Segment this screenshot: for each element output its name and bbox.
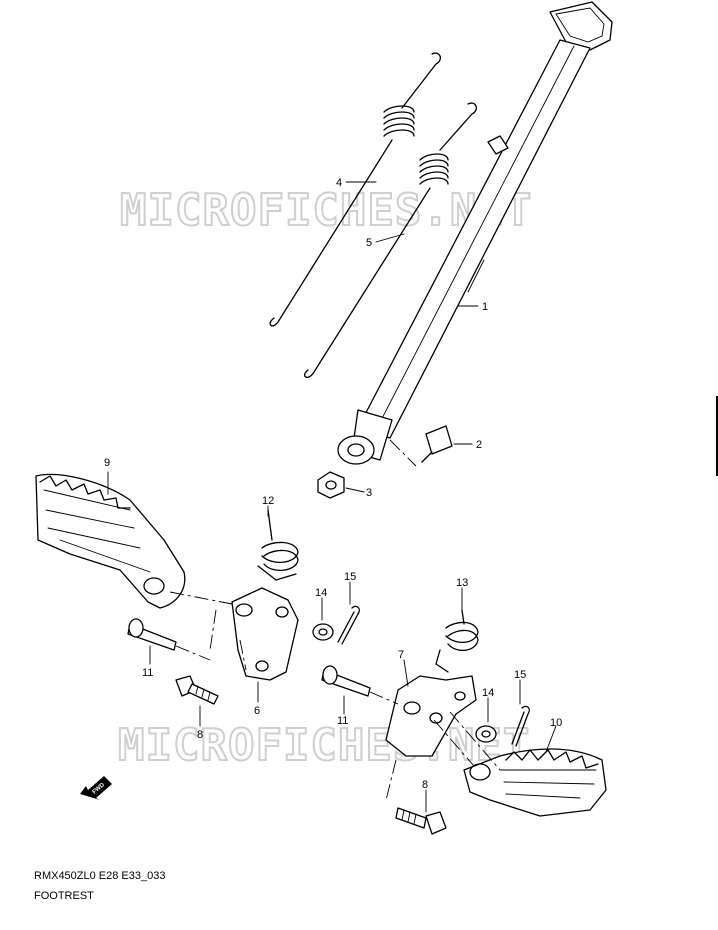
cotter-pin-right-part-15 (511, 705, 530, 747)
pivot-bolt-part-2 (389, 425, 453, 467)
callout-14a: 14 (315, 587, 327, 599)
callout-12: 12 (262, 495, 274, 507)
assembly-lines (169, 591, 501, 801)
bracket-left-part-6 (231, 587, 299, 681)
spring-part-4 (269, 52, 441, 327)
callout-3: 3 (366, 487, 372, 499)
pin-left-part-11 (127, 618, 211, 661)
bolt-left-part-8 (175, 675, 219, 705)
callout-15a: 15 (344, 571, 356, 583)
side-stand-part (337, 1, 613, 465)
washer-right-part-14 (475, 725, 497, 743)
washer-left-part-14 (312, 623, 334, 641)
torsion-spring-part-13 (435, 609, 479, 673)
callout-5: 5 (366, 237, 372, 249)
fwd-arrow-icon: FWD (80, 776, 112, 800)
callout-4: 4 (336, 177, 342, 189)
callout-6: 6 (254, 705, 260, 717)
callout-2: 2 (476, 439, 482, 451)
callout-9: 9 (104, 457, 110, 469)
footrest-right-part-10 (463, 748, 607, 817)
callout-1: 1 (482, 301, 488, 313)
watermark-lower: MICROFICHES.NET (118, 720, 530, 771)
nut-part-3 (317, 471, 345, 499)
callout-10: 10 (550, 717, 562, 729)
page-edge-mark (716, 396, 718, 476)
callout-11b: 11 (337, 715, 348, 727)
diagram-title: FOOTREST (34, 890, 94, 902)
callout-14b: 14 (482, 687, 494, 699)
callout-8b: 8 (422, 779, 428, 791)
callout-15b: 15 (514, 669, 526, 681)
callout-11a: 11 (142, 667, 153, 679)
pin-right-part-11 (321, 665, 399, 705)
watermark-upper: MICROFICHES.NET (120, 185, 532, 236)
spring-part-5 (304, 102, 477, 378)
diagram-code: RMX450ZL0 E28 E33_033 (34, 870, 166, 882)
cotter-pin-left-part-15 (337, 605, 360, 645)
footrest-left-part-9 (35, 473, 186, 609)
callout-13: 13 (456, 577, 468, 589)
bolt-right-part-8 (395, 807, 447, 835)
torsion-spring-part-12 (257, 509, 299, 581)
callout-7: 7 (398, 649, 404, 661)
bracket-right-part-7 (385, 675, 477, 757)
leader-lines (107, 181, 557, 813)
callout-8a: 8 (197, 729, 203, 741)
